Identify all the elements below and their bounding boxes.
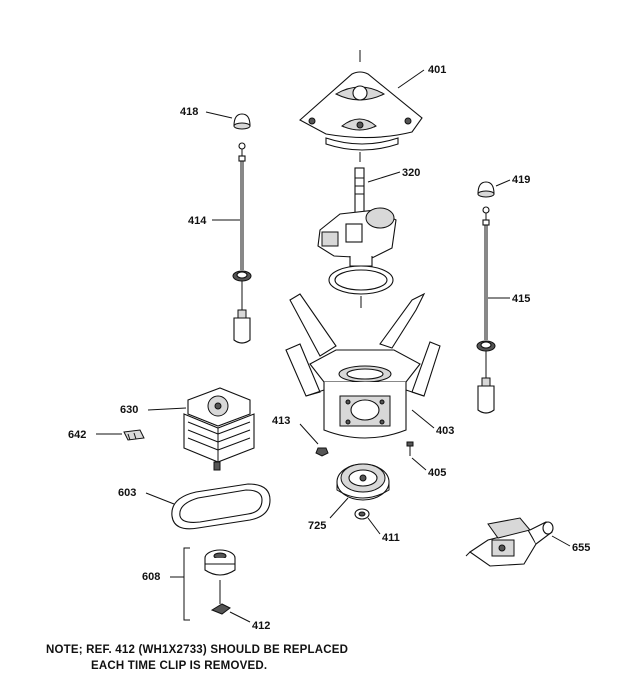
leader-603 [145, 492, 175, 505]
leader-655 [551, 535, 571, 547]
part-608-motor-pulley [204, 549, 236, 576]
label-419: 419 [512, 174, 530, 186]
leader-412 [229, 611, 251, 623]
part-405-screw [406, 441, 414, 456]
label-411: 411 [382, 532, 400, 544]
part-415-suspension-rod [476, 206, 496, 414]
label-403: 403 [436, 425, 454, 437]
leader-320 [367, 171, 401, 183]
leader-419 [495, 179, 511, 187]
leader-413 [299, 423, 319, 445]
leader-401 [397, 69, 425, 89]
part-414-suspension-rod [232, 142, 252, 344]
leader-403 [411, 409, 435, 429]
label-405: 405 [428, 467, 446, 479]
part-418-cap [233, 113, 251, 130]
leader-725 [329, 497, 349, 519]
label-725: 725 [308, 520, 326, 532]
part-412-clip [210, 580, 231, 615]
part-630-motor [183, 387, 255, 471]
part-320-transmission [317, 167, 397, 308]
label-320: 320 [402, 167, 420, 179]
part-411-nut [354, 508, 370, 520]
label-413: 413 [272, 415, 290, 427]
label-603: 603 [118, 487, 136, 499]
part-603-belt [171, 483, 271, 530]
part-403-mounting-base [285, 292, 441, 439]
part-413-nut [315, 447, 329, 457]
label-401: 401 [428, 64, 446, 76]
note-line-2: EACH TIME CLIP IS REMOVED. [91, 660, 268, 672]
label-414: 414 [188, 215, 207, 227]
label-630: 630 [120, 404, 138, 416]
label-412: 412 [252, 620, 270, 632]
label-415: 415 [512, 293, 530, 305]
part-401-cover [299, 50, 423, 162]
leader-630 [147, 407, 187, 411]
leader-418 [205, 111, 233, 119]
bracket-608 [183, 547, 190, 621]
leader-405 [411, 457, 427, 471]
label-655: 655 [572, 542, 590, 554]
leader-411 [367, 517, 381, 535]
label-418: 418 [180, 106, 198, 118]
label-642: 642 [68, 429, 86, 441]
part-655-pump [465, 517, 554, 567]
part-419-cap [477, 181, 495, 198]
part-725-pulley [336, 463, 390, 501]
part-642-capacitor [123, 429, 145, 441]
label-608: 608 [142, 571, 160, 583]
note-line-1: NOTE; REF. 412 (WH1X2733) SHOULD BE REPL… [46, 644, 349, 656]
